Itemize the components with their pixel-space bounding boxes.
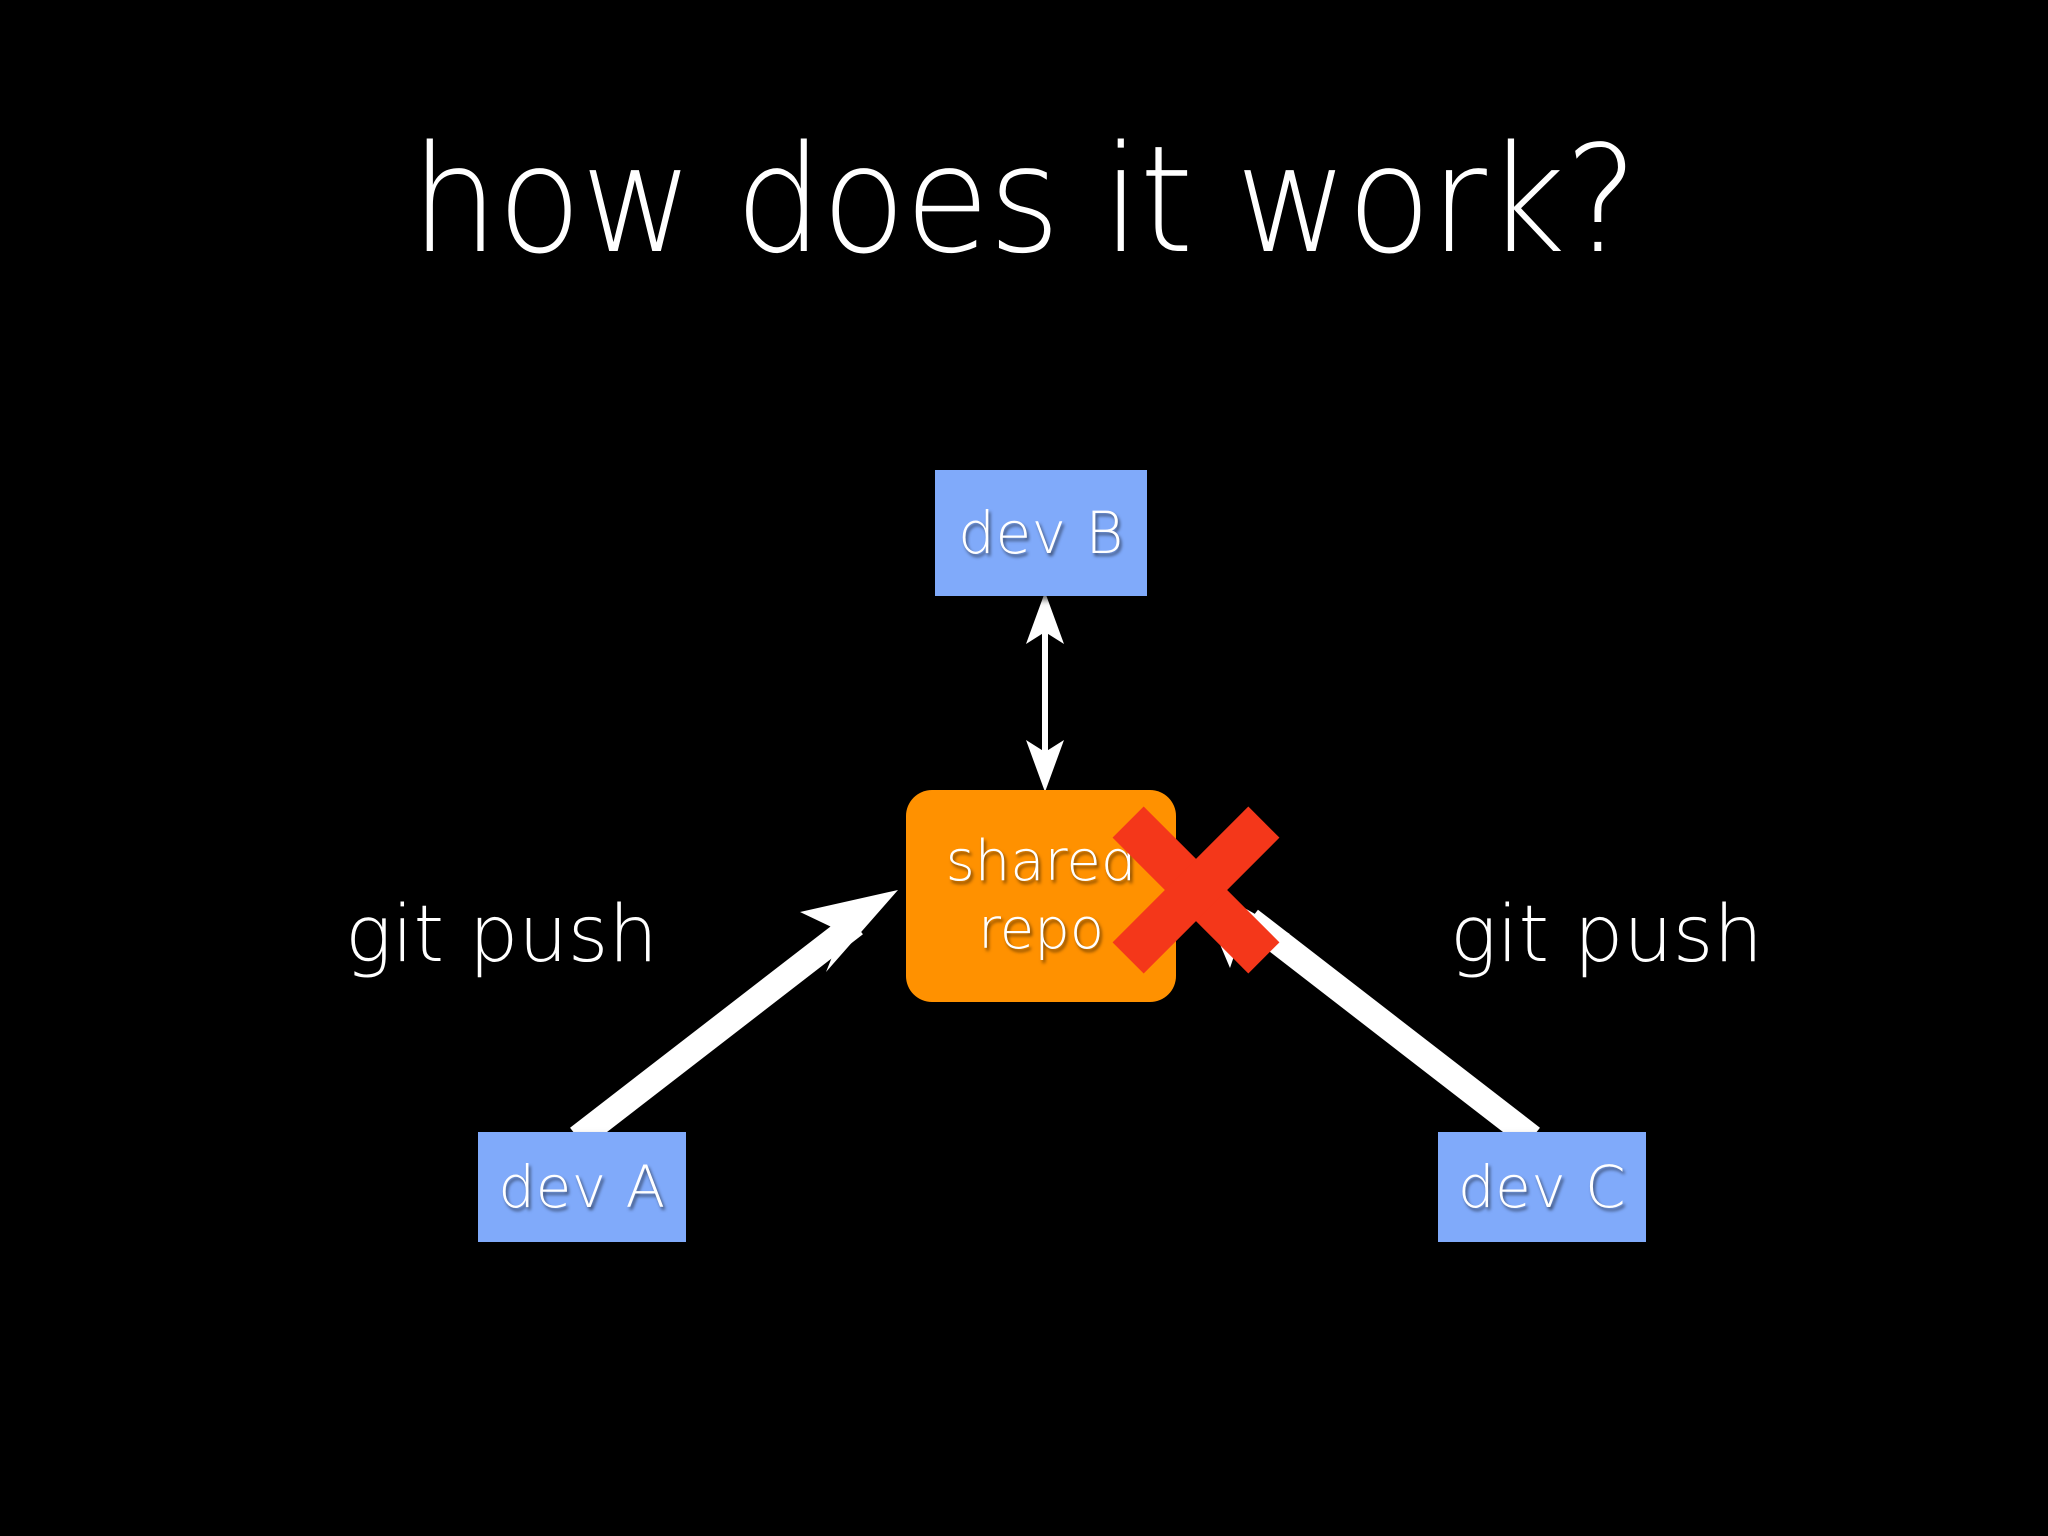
node-dev-c-label: dev C bbox=[1457, 1153, 1627, 1221]
edge-dev-b-double-arrow bbox=[1026, 592, 1064, 792]
edge-label-git-push-right: git push bbox=[1450, 890, 1763, 980]
node-shared-repo[interactable]: shared repo bbox=[906, 790, 1176, 1002]
node-shared-repo-label-line1: shared bbox=[945, 828, 1137, 894]
node-dev-a-label: dev A bbox=[498, 1153, 666, 1221]
page-title: how does it work? bbox=[411, 114, 1638, 286]
node-dev-c[interactable]: dev C bbox=[1438, 1132, 1646, 1242]
node-dev-a[interactable]: dev A bbox=[478, 1132, 686, 1242]
edge-label-git-push-left: git push bbox=[345, 890, 658, 980]
node-dev-b-label: dev B bbox=[958, 499, 1124, 567]
node-shared-repo-label-line2: repo bbox=[977, 897, 1105, 962]
node-dev-b[interactable]: dev B bbox=[935, 470, 1147, 596]
